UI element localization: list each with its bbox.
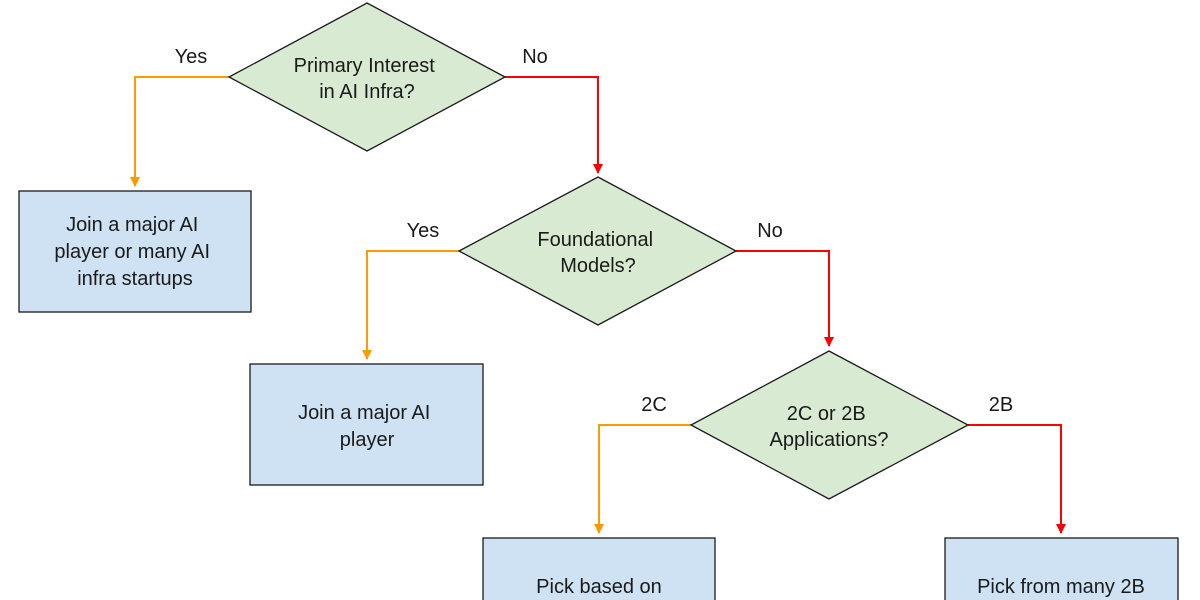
decision-q2: Foundational Models?	[457, 176, 738, 326]
outcome-label: Join a major AI player or many AI infra …	[54, 214, 215, 290]
outcome-r4: Pick from many 2B	[944, 537, 1179, 600]
edge-label-q1-no: No	[522, 46, 548, 68]
outcome-label: Pick from many 2B	[977, 576, 1145, 598]
outcome-label: Join a major AI player	[298, 402, 436, 451]
outcome-box	[482, 537, 716, 600]
edge-label-q3-2b: 2B	[989, 394, 1013, 416]
decision-q1: Primary Interest in AI Infra?	[227, 2, 507, 152]
decision-label: Foundational Models?	[537, 229, 658, 277]
outcome-r2: Join a major AI player	[249, 363, 484, 486]
outcome-box	[944, 537, 1179, 600]
edge-label-q2-yes: Yes	[407, 220, 440, 242]
edge-labels: Yes No Yes No 2C 2B	[175, 46, 1014, 416]
decision-diamond	[457, 176, 738, 326]
edge-q3-2c	[594, 424, 691, 534]
edge-label-q3-2c: 2C	[641, 394, 667, 416]
outcome-box	[249, 363, 484, 486]
outcome-label: Pick based on	[536, 576, 662, 598]
outcome-r3: Pick based on	[482, 537, 716, 600]
edges	[130, 76, 1066, 534]
edge-q3-2b	[968, 424, 1066, 534]
edge-q1-yes	[130, 76, 229, 187]
edge-q1-no	[505, 76, 603, 174]
edge-label-q2-no: No	[757, 220, 783, 242]
decision-label: 2C or 2B Applications?	[770, 403, 889, 451]
outcome-r1: Join a major AI player or many AI infra …	[18, 190, 252, 313]
decision-diamond	[689, 350, 970, 500]
edge-q2-yes	[362, 250, 459, 360]
outcome-box	[18, 190, 252, 313]
decision-diamond	[227, 2, 507, 152]
edge-label-q1-yes: Yes	[175, 46, 208, 68]
decision-label: Primary Interest in AI Infra?	[294, 55, 441, 103]
decision-q3: 2C or 2B Applications?	[689, 350, 970, 500]
edge-q2-no	[736, 250, 834, 347]
